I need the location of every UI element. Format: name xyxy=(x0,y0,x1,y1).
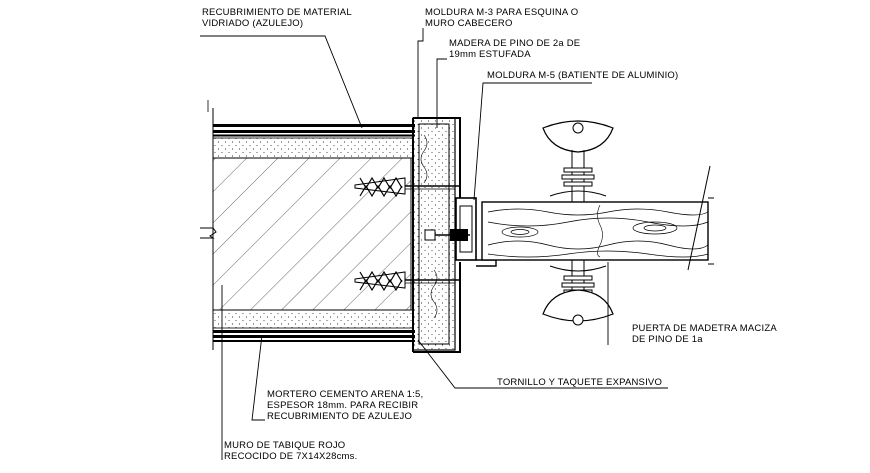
leader-tornillo xyxy=(417,339,668,389)
leader-moldura-m5 xyxy=(473,82,592,201)
label-tornillo: TORNILLO Y TAQUETE EXPANSIVO xyxy=(497,377,662,388)
label-mortero-l2: ESPESOR 18mm. PARA RECIBIR xyxy=(267,400,418,411)
label-moldura-m3-l2: MURO CABECERO xyxy=(425,18,513,29)
leader-recubrimiento xyxy=(200,35,363,129)
moldura-m3-trim xyxy=(412,117,461,353)
tile-layer xyxy=(213,124,415,342)
door-handle xyxy=(542,120,614,326)
label-mortero-l1: MORTERO CEMENTO ARENA 1:5, xyxy=(267,389,423,400)
label-muro-l1: MURO DE TABIQUE ROJO xyxy=(224,440,345,451)
leader-mortero xyxy=(251,334,265,421)
wall-break-lines xyxy=(200,100,217,350)
annotations: RECUBRIMIENTO DE MATERIAL VIDRIADO (AZUL… xyxy=(202,7,777,462)
screw-anchor-top xyxy=(354,176,460,198)
leader-moldura-m3 xyxy=(417,28,424,118)
label-recubrimiento-l2: VIDRIADO (AZULEJO) xyxy=(202,18,303,29)
leader-lines xyxy=(200,28,668,460)
label-madera-pino-l2: 19mm ESTUFADA xyxy=(449,49,531,60)
label-moldura-m3-l1: MOLDURA M-3 PARA ESQUINA O xyxy=(425,7,578,18)
moldura-m5-stop xyxy=(450,197,497,267)
label-madera-pino-l1: MADERA DE PINO DE 2a DE xyxy=(449,38,580,49)
label-moldura-m5: MOLDURA M-5 (BATIENTE DE ALUMINIO) xyxy=(487,70,678,81)
brick-wall xyxy=(212,157,412,311)
center-screw xyxy=(424,229,470,241)
label-recubrimiento-l1: RECUBRIMIENTO DE MATERIAL xyxy=(202,7,352,18)
label-puerta-l2: DE PINO DE 1a xyxy=(632,334,703,345)
leader-madera-pino xyxy=(436,58,447,128)
solid-pine-door xyxy=(481,165,714,271)
label-puerta-l1: PUERTA DE MADETRA MACIZA xyxy=(632,323,777,334)
screw-anchor-bottom xyxy=(354,270,460,292)
label-muro-l2: RECOCIDO DE 7X14X28cms. xyxy=(224,451,357,462)
label-mortero-l3: RECUBRIMIENTO DE AZULEJO xyxy=(267,411,412,422)
